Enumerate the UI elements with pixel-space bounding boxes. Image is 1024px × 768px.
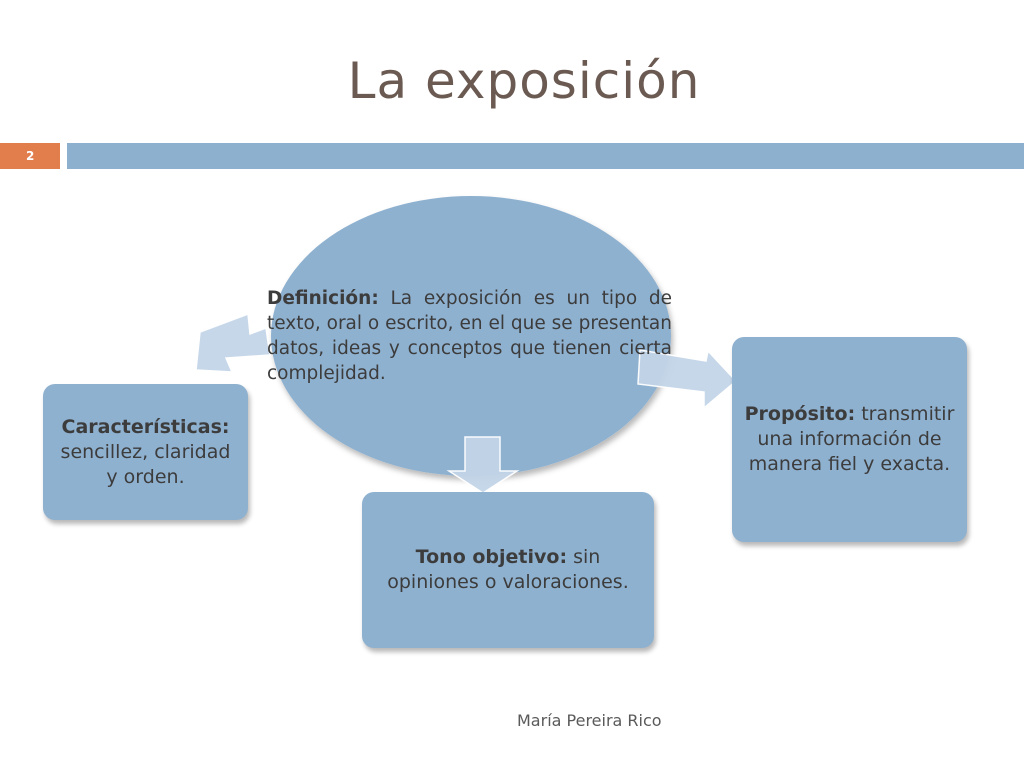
page-title: La exposición <box>347 52 701 110</box>
footer-author: María Pereira Rico <box>517 711 662 730</box>
arrow-right-icon <box>637 349 738 410</box>
page-number-badge: 2 <box>0 143 60 169</box>
definition-ellipse <box>271 196 671 476</box>
characteristics-label: Características: <box>61 415 230 438</box>
purpose-label: Propósito: <box>744 403 856 425</box>
tone-text: sin opiniones o valoraciones. <box>387 546 629 593</box>
tone-node: Tono objetivo: sin opiniones o valoracio… <box>362 492 654 648</box>
characteristics-text: sencillez, claridad y orden. <box>60 440 231 488</box>
purpose-node: Propósito: transmitir una información de… <box>732 337 967 542</box>
definition-label: Definición: <box>267 288 379 309</box>
purpose-text: transmitir una información de manera fie… <box>748 403 955 475</box>
characteristics-node: Características: sencillez, claridad y o… <box>43 384 248 520</box>
definition-text: Definición: La exposición es un tipo de … <box>267 286 672 386</box>
arrow-down-icon <box>446 436 520 494</box>
arrow-left-icon <box>195 312 271 373</box>
tone-label: Tono objetivo: <box>415 546 568 568</box>
definition-body: La exposición es un tipo de texto, oral … <box>267 288 672 384</box>
header-rule-bar <box>67 143 1024 169</box>
